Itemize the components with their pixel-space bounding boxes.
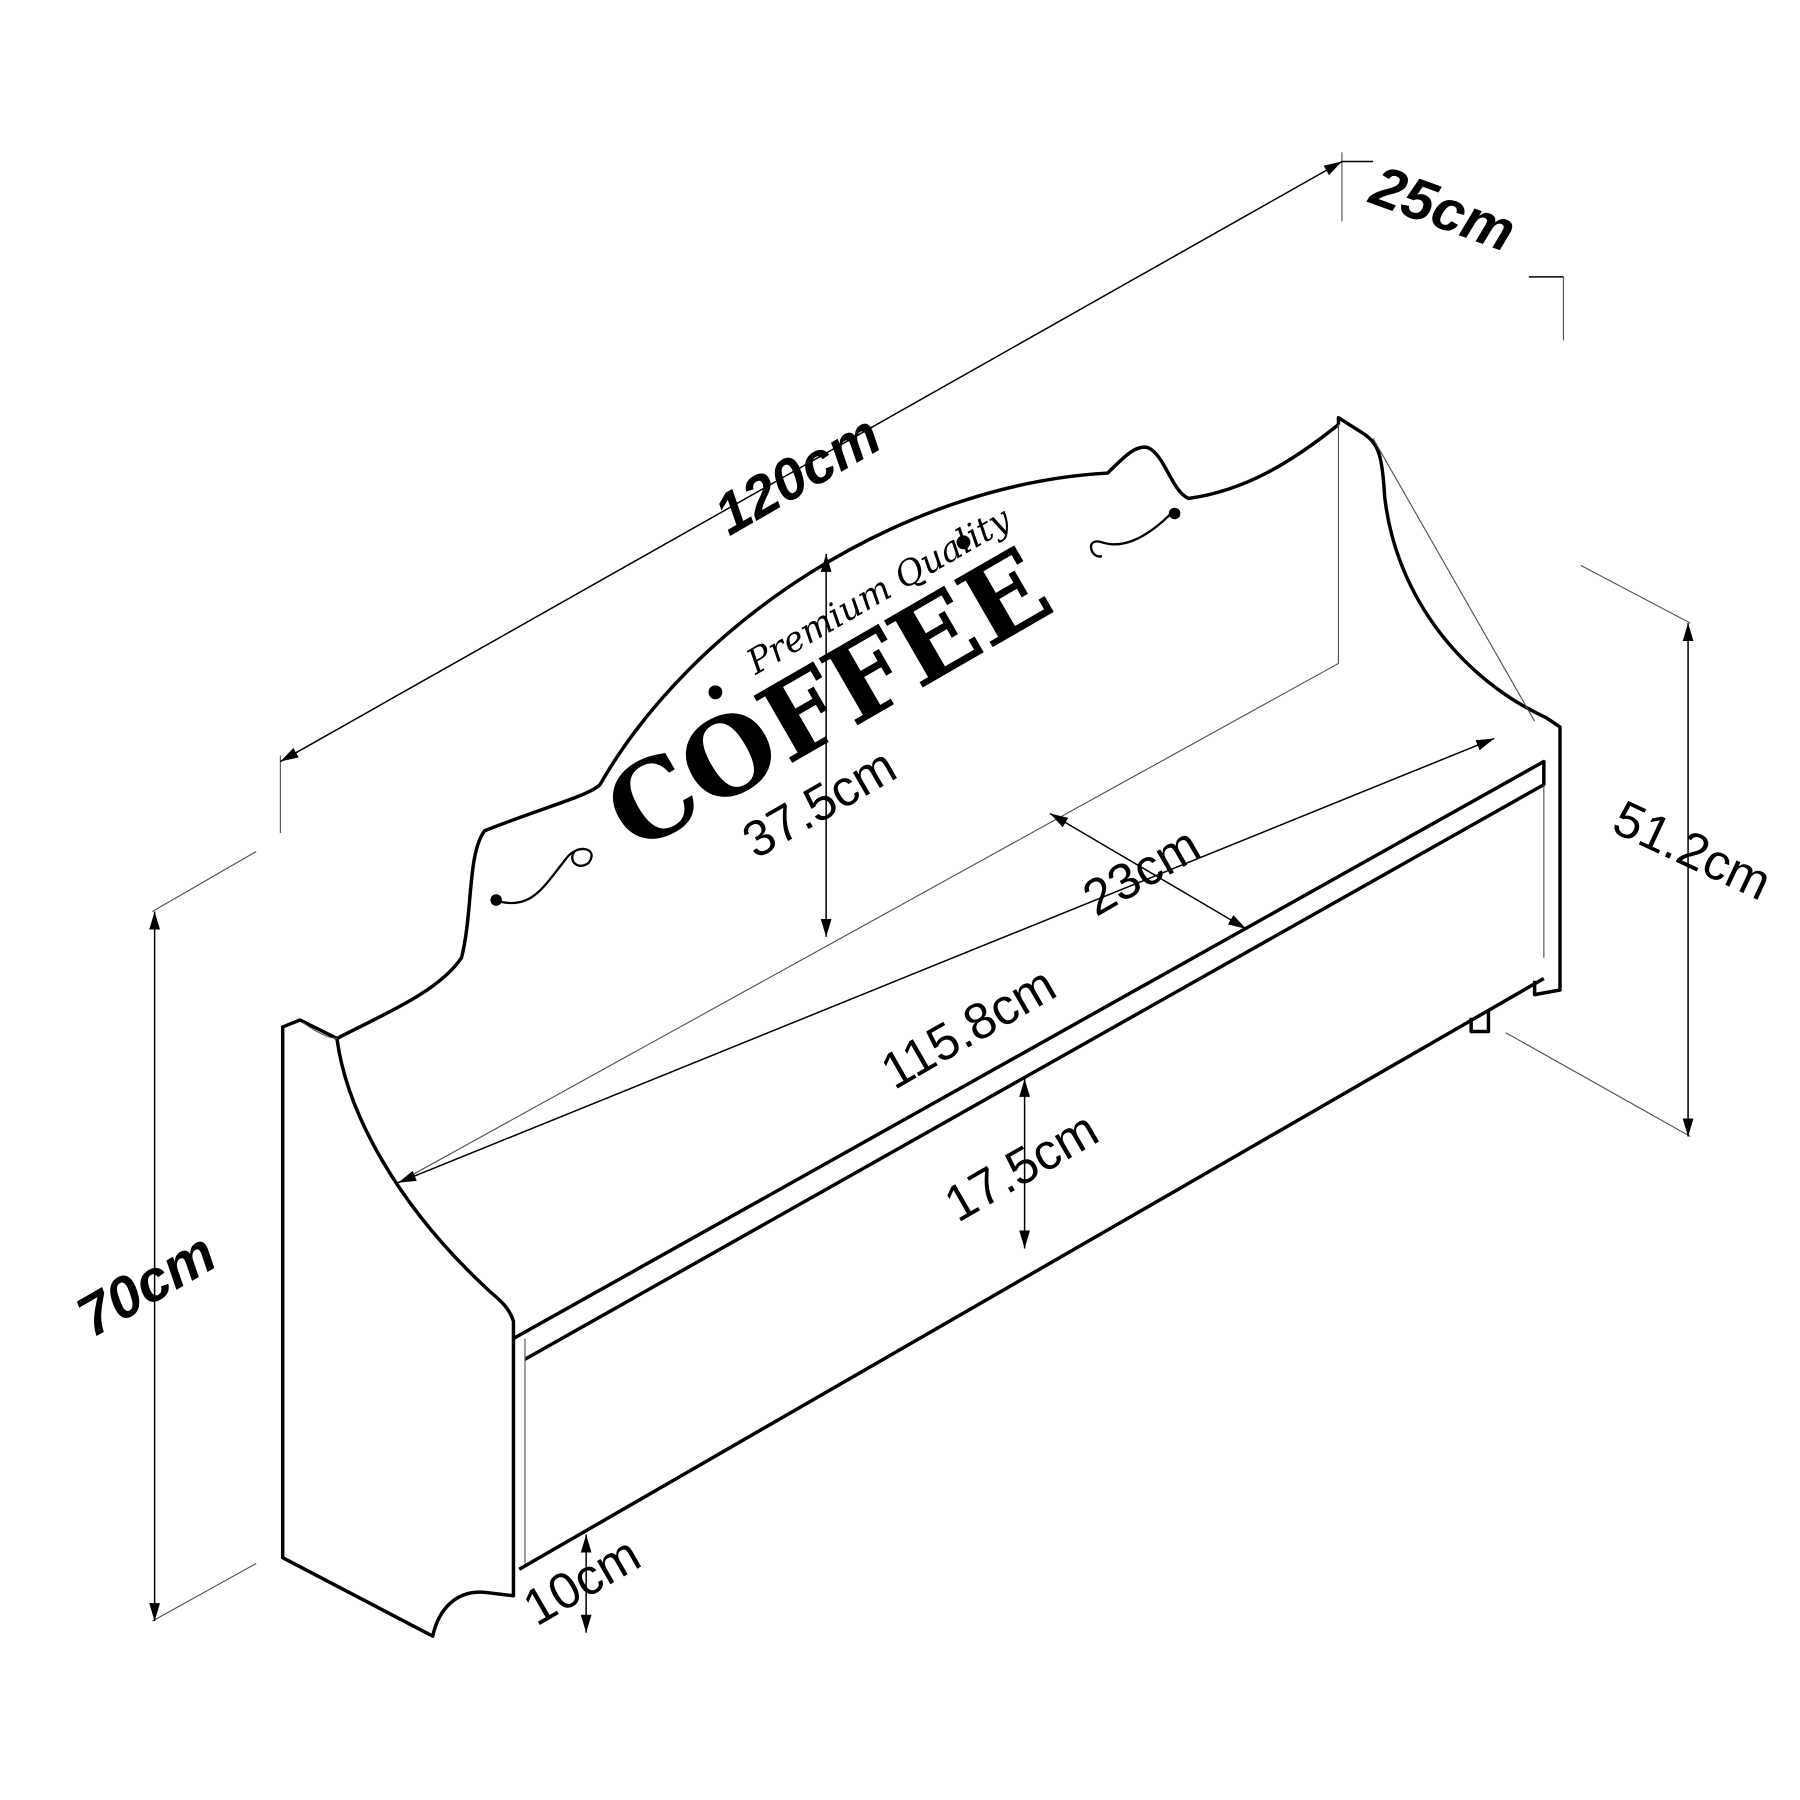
total-height-label: 70cm — [67, 1221, 227, 1350]
dimension-lines — [149, 152, 1694, 1633]
inner-width-label: 115.8cm — [871, 955, 1065, 1100]
depth-label: 25cm — [1362, 154, 1523, 265]
shelf-depth-label: 23cm — [1073, 815, 1209, 926]
bottom-cutout-label: 10cm — [514, 1525, 650, 1636]
width-label: 120cm — [704, 403, 892, 548]
shelf-gap-label: 17.5cm — [935, 1100, 1108, 1233]
side-height-label: 51.2cm — [1605, 789, 1780, 911]
